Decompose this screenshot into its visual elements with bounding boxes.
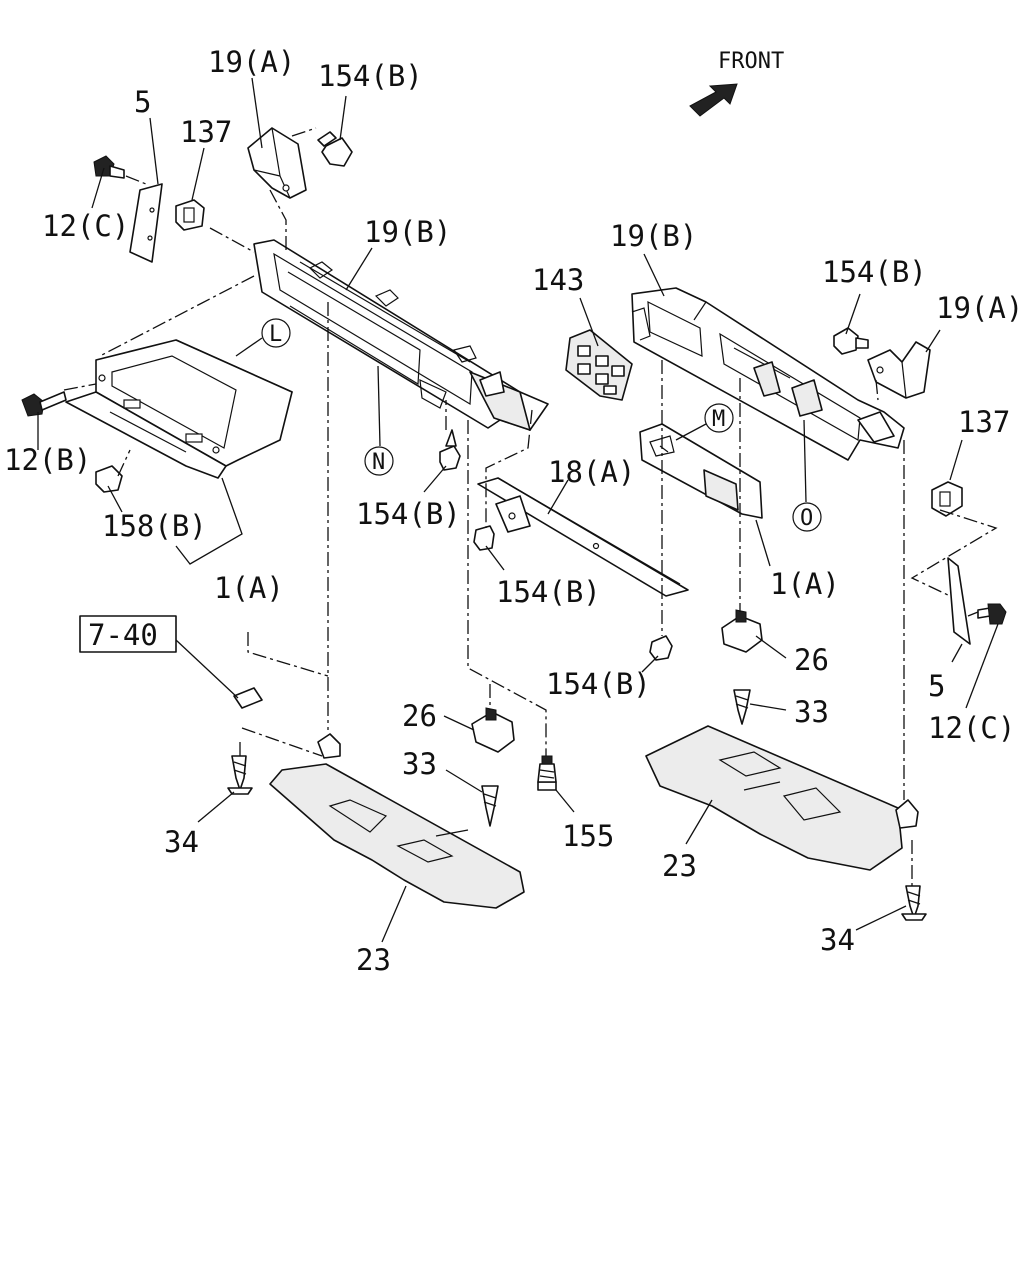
callout-12c-right: 12(C) (928, 711, 1015, 745)
part-155-fastener[interactable] (537, 755, 557, 791)
ref-letter-n: N (372, 450, 385, 475)
part-7-40-small-clip[interactable] (233, 687, 263, 709)
ref-circle-o (792, 502, 822, 532)
reference-box-7-40[interactable]: 7-40 (79, 615, 177, 653)
front-arrow-icon (689, 83, 738, 117)
part-26-clip-center[interactable] (471, 707, 515, 753)
part-154b-bolt-mid-left[interactable] (439, 429, 461, 471)
leader-lines (37, 77, 999, 943)
callout-137-right: 137 (958, 405, 1010, 439)
part-158b-clip[interactable] (95, 465, 123, 493)
callout-154b-mid-left: 154(B) (356, 497, 461, 531)
part-1a-left-glove-box[interactable] (65, 339, 293, 479)
part-19b-left-panel[interactable] (253, 239, 549, 431)
ref-circle-n (364, 446, 394, 476)
part-18a-bracket[interactable] (477, 477, 689, 597)
ref-letter-l: L (269, 322, 282, 347)
ref-circle-m (704, 403, 734, 433)
callout-12b: 12(B) (4, 443, 91, 477)
callout-143: 143 (532, 263, 584, 297)
part-137-clip-left[interactable] (175, 199, 205, 231)
part-33-screw-center[interactable] (481, 785, 499, 827)
callout-19a-right: 19(A) (936, 291, 1023, 325)
part-19b-right-panel[interactable] (631, 287, 905, 461)
callout-19b-left: 19(B) (364, 215, 451, 249)
part-5-left-panel[interactable] (129, 183, 163, 263)
front-label: FRONT (718, 49, 784, 74)
callout-labels: 19(A) 154(B) 5 137 12(C) 19(B) 12(B) 158… (4, 45, 1023, 977)
callout-154b-mid: 154(B) (496, 575, 601, 609)
callout-155: 155 (562, 819, 614, 853)
callout-154b-lower: 154(B) (546, 667, 651, 701)
callout-33-right: 33 (794, 695, 829, 729)
part-143-grille[interactable] (565, 329, 633, 401)
reference-box-label: 7-40 (88, 618, 158, 652)
part-137-clip-right[interactable] (931, 481, 963, 517)
callout-1a-left: 1(A) (214, 571, 284, 605)
part-33-screw-right[interactable] (733, 689, 751, 725)
callout-1a-right: 1(A) (770, 567, 840, 601)
callout-154b-top-left: 154(B) (318, 59, 423, 93)
callout-5-left: 5 (134, 85, 151, 119)
front-direction-indicator: FRONT (689, 49, 784, 117)
callout-5-right: 5 (928, 669, 945, 703)
callout-33-center: 33 (402, 747, 437, 781)
part-12b-screw[interactable] (21, 391, 67, 417)
callout-154b-top-right: 154(B) (822, 255, 927, 289)
callout-137-left: 137 (180, 115, 232, 149)
callout-18a: 18(A) (548, 455, 635, 489)
callout-19b-right: 19(B) (610, 219, 697, 253)
part-154b-bolt-top-left[interactable] (317, 131, 353, 167)
callout-19a-left: 19(A) (208, 45, 295, 79)
part-12c-screw-right[interactable] (977, 603, 1007, 625)
callout-34-left: 34 (164, 825, 199, 859)
part-154b-bolt-lower[interactable] (649, 635, 673, 661)
part-1a-right-glove-panel[interactable] (639, 423, 763, 519)
part-23-right-mat[interactable] (645, 725, 919, 871)
ref-letter-o: O (800, 506, 813, 531)
part-19a-right-bracket[interactable] (867, 341, 931, 399)
callout-26-center: 26 (402, 699, 437, 733)
callout-26-right: 26 (794, 643, 829, 677)
part-12c-screw-left[interactable] (93, 155, 125, 179)
ref-letter-m: M (712, 407, 725, 432)
callout-34-right: 34 (820, 923, 855, 957)
callout-23-left: 23 (356, 943, 391, 977)
part-23-left-mat[interactable] (269, 733, 525, 909)
part-19a-left-bracket[interactable] (247, 127, 307, 199)
ref-circle-l (261, 318, 291, 348)
part-154b-bolt-mid[interactable] (473, 525, 495, 551)
part-154b-bolt-top-right[interactable] (833, 327, 869, 355)
part-34-screw-right[interactable] (901, 885, 927, 921)
assembly-lines (63, 127, 998, 886)
callout-23-right: 23 (662, 849, 697, 883)
part-34-screw-left[interactable] (227, 755, 253, 795)
callout-158b: 158(B) (102, 509, 207, 543)
part-26-clip-right[interactable] (721, 609, 763, 653)
callout-12c-left: 12(C) (42, 209, 129, 243)
part-5-right-panel[interactable] (947, 557, 971, 645)
